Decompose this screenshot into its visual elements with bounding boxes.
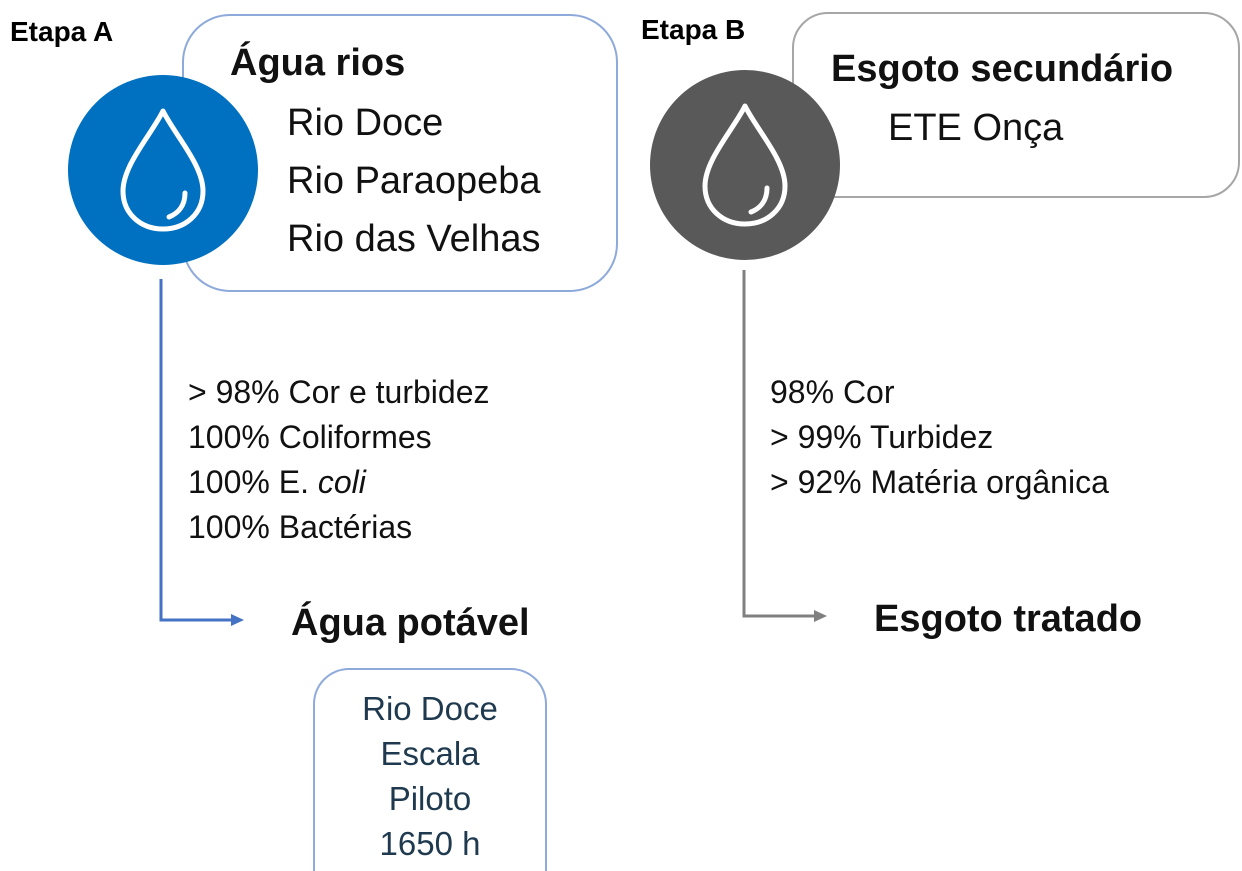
pilot-scale-box: Rio Doce Escala Piloto 1650 h: [313, 668, 547, 871]
stage-b-efficiency-line: > 92% Matéria orgânica: [770, 464, 1109, 500]
stage-a-water-circle: [68, 75, 258, 265]
stage-a-source-item: Rio Doce: [287, 102, 444, 144]
stage-b-water-circle: [650, 70, 840, 260]
pilot-line: Escala: [380, 735, 480, 772]
water-drop-icon: [120, 108, 206, 232]
stage-b-label: Etapa B: [641, 14, 746, 45]
stage-a-efficiency-line: > 98% Cor e turbidez: [188, 374, 490, 410]
stage-a-source-item: Rio Paraopeba: [287, 160, 541, 202]
stage-a-label: Etapa A: [10, 16, 114, 47]
stage-a-efficiency-line: 100% Bactérias: [188, 509, 413, 545]
stage-a-source-item: Rio das Velhas: [287, 218, 541, 260]
stage-a-efficiency-line: 100% Coliformes: [188, 419, 432, 455]
stage-a-result: Água potável: [291, 602, 530, 644]
stage-a-efficiency-line: 100% E. coli: [188, 466, 366, 498]
stage-b-arrow: [742, 270, 827, 622]
stage-a-arrow: [159, 279, 244, 626]
efficiency-prefix: 100% E.: [188, 464, 318, 500]
stage-a-box-title: Água rios: [230, 42, 406, 84]
pilot-line: Rio Doce: [362, 690, 498, 727]
stage-b-efficiency-line: 98% Cor: [770, 374, 895, 410]
species-name: coli: [317, 464, 366, 500]
stage-b-box-title: Esgoto secundário: [831, 48, 1174, 90]
water-drop-icon: [702, 103, 788, 227]
stage-b-source-box: Esgoto secundário ETE Onça: [792, 12, 1240, 198]
pilot-line: 1650 h: [379, 825, 481, 862]
pilot-line: Piloto: [388, 780, 472, 817]
stage-b-result: Esgoto tratado: [874, 598, 1143, 640]
stage-b-source-item: ETE Onça: [888, 107, 1064, 149]
stage-b-efficiency-line: > 99% Turbidez: [770, 419, 994, 455]
